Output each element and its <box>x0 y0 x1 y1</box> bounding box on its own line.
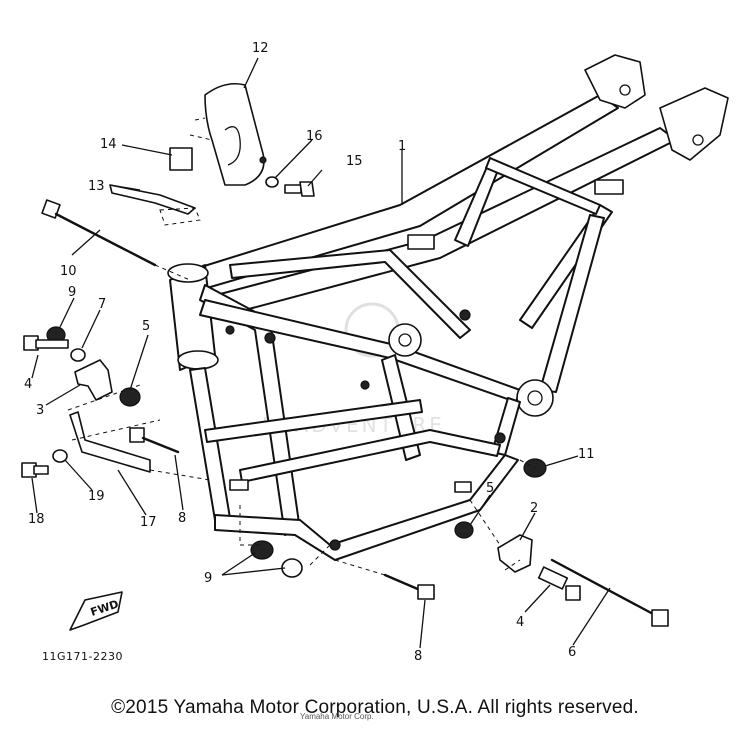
part-16-washer <box>265 176 279 188</box>
frame-body <box>167 54 729 561</box>
part-8-bolt-bottom <box>383 573 435 600</box>
part-10-long-bolt <box>41 199 157 267</box>
callout-2: 2 <box>530 501 538 516</box>
part-3-bracket <box>74 359 113 401</box>
copyright-notice: ©2015 Yamaha Motor Corporation, U.S.A. A… <box>111 697 639 718</box>
callout-9-left: 9 <box>68 285 76 300</box>
callout-18: 18 <box>28 512 45 527</box>
callout-9-bottom: 9 <box>204 571 212 586</box>
callout-11: 11 <box>578 447 595 462</box>
part-8-bolt-left <box>129 427 180 454</box>
drawing-code: 11G171-2230 <box>42 650 123 663</box>
callout-8-left: 8 <box>178 511 186 526</box>
callout-10: 10 <box>60 264 77 279</box>
callout-16: 16 <box>306 129 323 144</box>
small-print: Yamaha Motor Corp. <box>300 712 374 721</box>
part-19-washer <box>52 449 68 463</box>
frame-exploded-diagram: READVENTURE <box>21 41 729 664</box>
part-17-bracket <box>69 411 151 473</box>
part-13-bracket <box>109 184 196 215</box>
part-15-bolt <box>284 181 315 197</box>
part-14-pad <box>169 147 193 171</box>
callout-5-left: 5 <box>142 319 150 334</box>
callout-8-bottom: 8 <box>414 649 422 664</box>
callout-6: 6 <box>568 645 576 660</box>
callout-13: 13 <box>88 179 105 194</box>
part-4-bolt-right <box>537 566 581 601</box>
callout-19: 19 <box>88 489 105 504</box>
leader-lines <box>31 57 611 649</box>
part-7-washer <box>70 348 86 362</box>
callout-1: 1 <box>398 139 406 154</box>
part-2-bracket <box>497 534 533 573</box>
part-12-cover <box>204 82 267 186</box>
callout-14: 14 <box>100 137 117 152</box>
part-4-bolt-left <box>23 335 69 351</box>
callout-12: 12 <box>252 41 269 56</box>
fwd-arrow-icon: FWD <box>69 591 123 631</box>
callout-7: 7 <box>98 297 106 312</box>
callout-4-left: 4 <box>24 377 32 392</box>
callout-17: 17 <box>140 515 157 530</box>
callout-15: 15 <box>346 154 363 169</box>
callout-4-right: 4 <box>516 615 524 630</box>
callout-3: 3 <box>36 403 44 418</box>
part-18-bolt <box>21 462 49 478</box>
part-6-long-bolt <box>550 558 669 627</box>
callouts: 12 14 13 16 15 1 10 9 7 5 4 3 18 19 17 8… <box>24 41 595 664</box>
part-5-nut-right <box>454 521 474 539</box>
callout-5-right: 5 <box>486 481 494 496</box>
part-9-nut-bottom <box>250 540 274 560</box>
